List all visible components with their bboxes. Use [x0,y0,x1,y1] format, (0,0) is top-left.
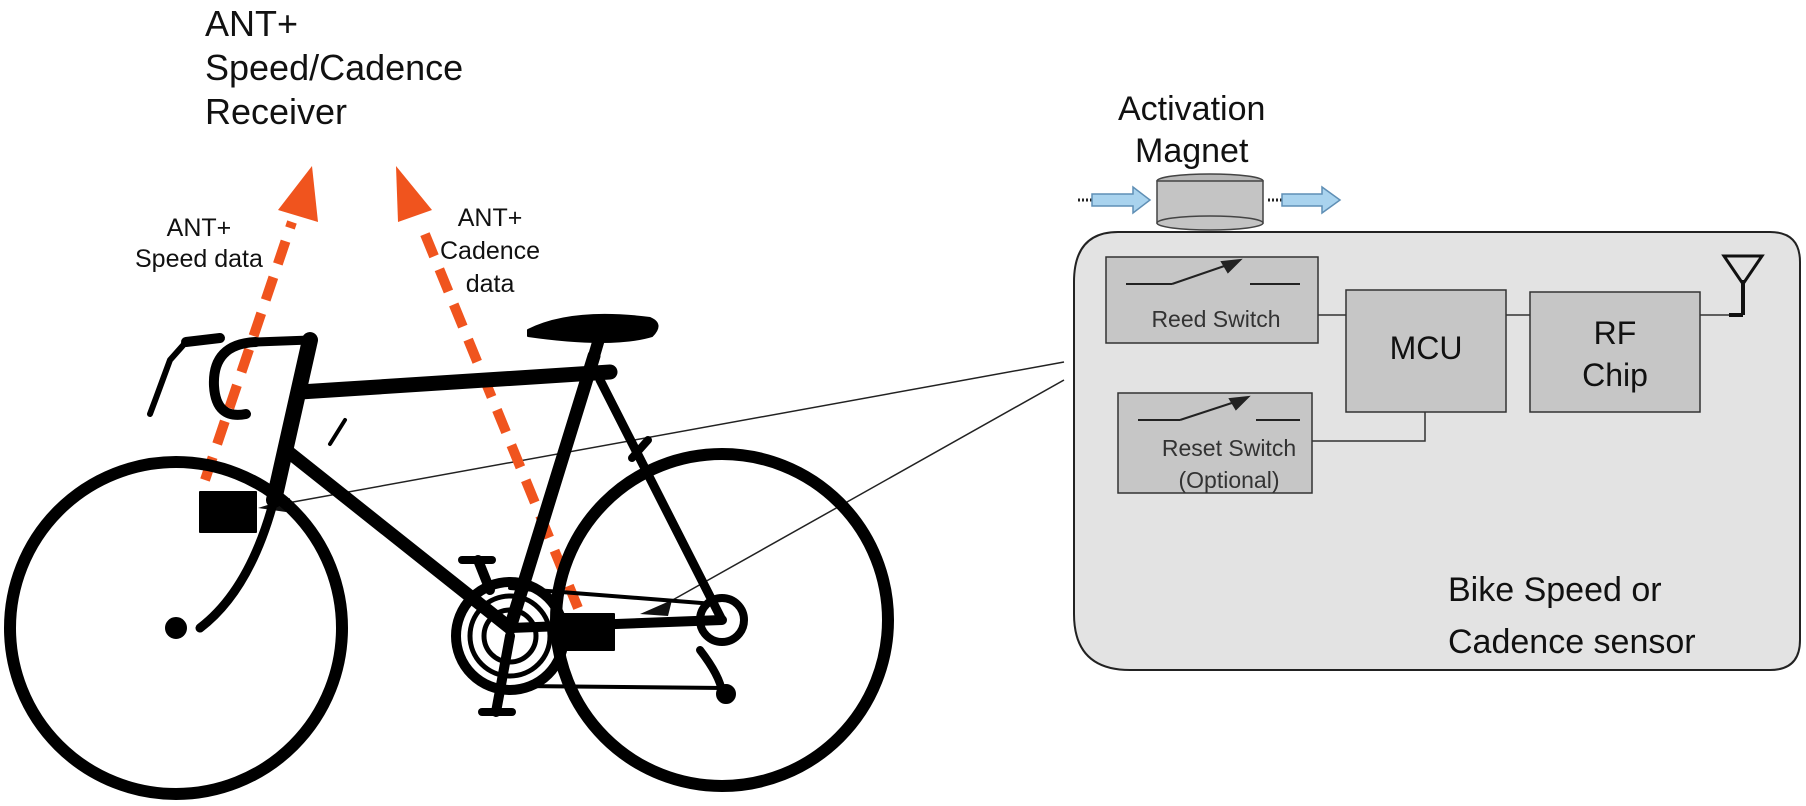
receiver-title-line3: Receiver [205,91,348,132]
antenna-icon [1721,254,1765,317]
front-wheel [4,456,348,800]
speed-data-label: ANT+ Speed data [135,213,263,275]
cadence-label-line2: Cadence [440,237,541,265]
rf-label-line1: RF [1593,315,1637,351]
cadence-data-label: ANT+ Cadence data [440,202,540,301]
leader-line-top [281,361,1065,505]
rf-label-line2: Chip [1582,357,1648,393]
receiver-title-line1: ANT+ [205,3,299,44]
cadence-label-line3: data [465,270,515,298]
magnet-label-line2: Magnet [1135,132,1249,170]
activation-magnet-label: Activation Magnet [1118,88,1265,172]
magnet-icon [1156,173,1264,231]
reed-switch-label: Reed Switch [1151,306,1281,332]
rear-wheel [550,448,894,792]
speed-label-line1: ANT+ [166,214,232,242]
speed-label-line2: Speed data [135,245,263,273]
rf-chip-label: RF Chip [1530,312,1700,396]
receiver-title-line2: Speed/Cadence [205,47,464,88]
cadence-data-arrow [396,166,583,610]
magnet-label-line1: Activation [1118,90,1266,128]
reed-switch-block [1105,256,1319,344]
sensor-label-line2: Cadence sensor [1448,623,1696,661]
magnet-motion-arrows [1078,185,1342,215]
receiver-title: ANT+ Speed/Cadence Receiver [205,2,463,134]
reset-switch-block [1117,392,1313,494]
sensor-label-line1: Bike Speed or [1448,571,1662,609]
mcu-label: MCU [1389,330,1463,366]
bicycle-icon [4,313,894,800]
reset-label-line1: Reset Switch [1161,435,1297,461]
leader-line-bottom [661,379,1065,607]
cadence-label-line1: ANT+ [457,204,523,232]
reed-switch-symbol [1126,258,1300,285]
block-connections [1312,314,1730,442]
speed-data-arrow [200,166,318,482]
reset-switch-label: Reset Switch (Optional) [1118,432,1340,496]
rf-chip-block [1529,291,1701,413]
mcu-block [1345,289,1507,413]
sensor-label: Bike Speed or Cadence sensor [1448,564,1696,668]
reset-label-line2: (Optional) [1178,467,1280,493]
reset-switch-symbol [1138,395,1300,421]
